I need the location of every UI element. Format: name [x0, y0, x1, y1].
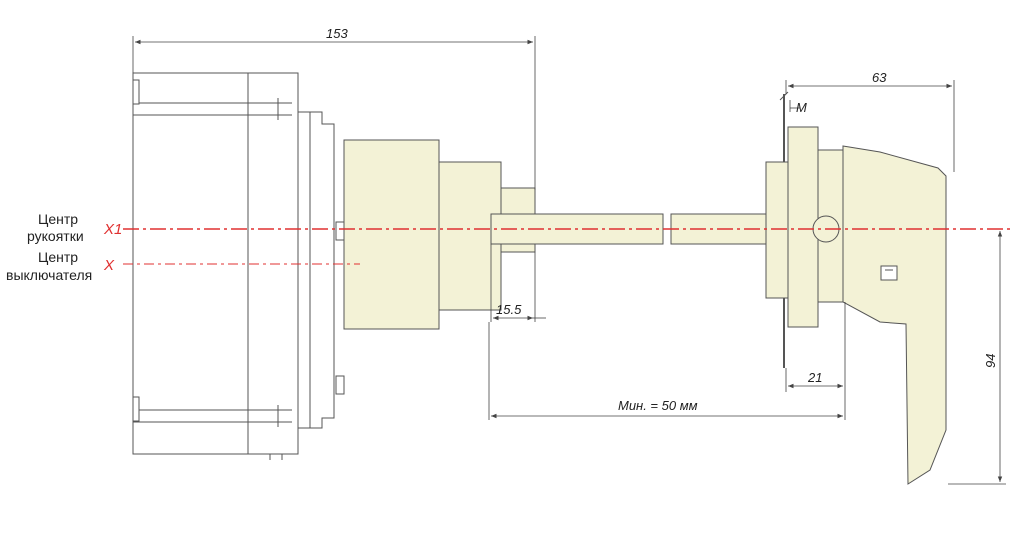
- dim-overall-length: 153: [326, 26, 348, 41]
- handle-lever: [842, 145, 947, 485]
- dimension-153: 153: [132, 26, 536, 190]
- mark-m-label: M: [796, 100, 807, 115]
- center-labels: Центр рукоятки Центр выключателя: [6, 211, 92, 283]
- handle-base: [765, 161, 789, 299]
- mark-m: M: [789, 100, 807, 115]
- dimension-min-50: Мин. = 50 мм: [488, 322, 843, 420]
- switch-body: [132, 72, 345, 460]
- dim-shaft-protrusion: 15.5: [496, 302, 522, 317]
- dimension-15-5: 15.5: [490, 244, 546, 322]
- axis-lines: X1 X: [103, 221, 1010, 274]
- dimension-94: 94: [948, 231, 1006, 485]
- handle-center-label-line1: Центр: [38, 211, 78, 227]
- handle-slot: [880, 265, 898, 281]
- switch-center-label-line1: Центр: [38, 249, 78, 265]
- dim-handle-depth: 63: [872, 70, 887, 85]
- handle-assembly: [765, 91, 947, 485]
- adapter-flange: [343, 139, 440, 330]
- shaft-adapter: [343, 139, 796, 330]
- switch-center-label-line2: выключателя: [6, 267, 92, 283]
- dim-min-distance: Мин. = 50 мм: [618, 398, 698, 413]
- axis-x-label: X: [103, 257, 115, 274]
- handle-center-label-line2: рукоятки: [27, 228, 84, 244]
- dim-handle-height: 94: [983, 354, 998, 368]
- axis-x1-label: X1: [103, 221, 122, 238]
- dimension-21: 21: [785, 302, 846, 420]
- dim-handle-offset: 21: [807, 370, 822, 385]
- dimension-63: 63: [785, 70, 955, 172]
